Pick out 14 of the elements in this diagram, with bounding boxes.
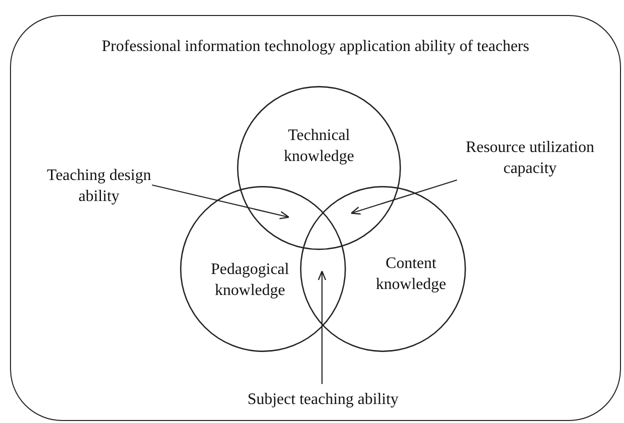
circle-label: Content knowledge	[374, 254, 448, 295]
circle-label: Technical knowledge	[282, 126, 356, 167]
callout-text: Resource utilization capacity	[449, 137, 611, 179]
callout-text: Teaching design ability	[41, 165, 157, 207]
venn-circle	[180, 186, 346, 352]
venn-circle	[237, 86, 401, 250]
frame-panel	[10, 15, 621, 421]
leader-arrow	[350, 179, 458, 215]
title-text: Professional information technology application ability of teachers	[100, 37, 530, 57]
circle-label: Pedagogical knowledge	[210, 260, 290, 301]
callout-text: Subject teaching ability	[233, 389, 413, 410]
venn-circle	[300, 186, 466, 352]
leader-arrow	[318, 270, 326, 384]
leader-arrow	[152, 184, 290, 220]
